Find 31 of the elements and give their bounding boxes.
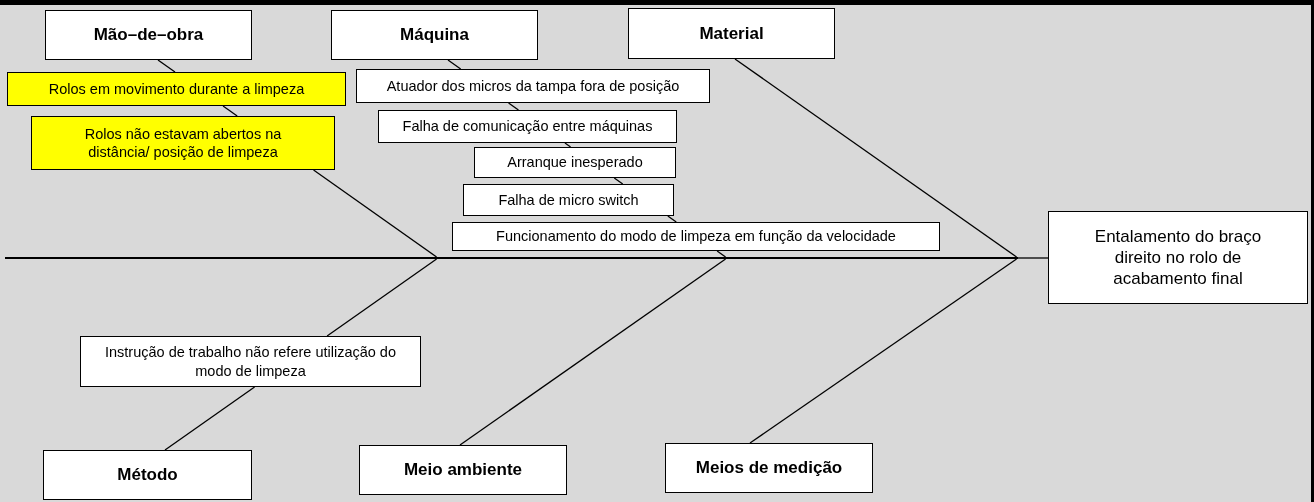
cause-box: Funcionamento do modo de limpeza em função da velocidade	[452, 222, 940, 251]
cause-box: Falha de micro switch	[463, 184, 674, 216]
category-box: Meios de medição	[665, 443, 873, 493]
bone-line	[734, 58, 1018, 258]
bone-line	[326, 258, 438, 337]
category-box: Método	[43, 450, 252, 500]
bone-line	[716, 250, 727, 258]
cause-box: Instrução de trabalho não refere utilização do modo de limpeza	[80, 336, 421, 387]
bone-line	[507, 102, 520, 111]
bone-line	[447, 59, 462, 70]
bone-line	[157, 59, 176, 73]
cause-box: Atuador dos micros da tampa fora de posição	[356, 69, 710, 103]
bone-line	[749, 258, 1018, 444]
category-box: Meio ambiente	[359, 445, 567, 495]
bone-line	[613, 177, 624, 185]
highlighted-cause-box: Rolos não estavam abertos na distância/ posição de limpeza	[31, 116, 335, 170]
effect-box: Entalamento do braço direito no rolo de acabamento final	[1048, 211, 1308, 304]
cause-box: Arranque inesperado	[474, 147, 676, 178]
category-box: Mão–de–obra	[45, 10, 252, 60]
bone-line	[564, 142, 572, 148]
bone-line	[667, 215, 677, 223]
spine-line	[5, 257, 1018, 259]
highlighted-cause-box: Rolos em movimento durante a limpeza	[7, 72, 346, 106]
cause-box: Falha de comunicação entre máquinas	[378, 110, 677, 143]
bone-line	[1017, 257, 1049, 259]
bone-line	[164, 386, 256, 451]
category-box: Máquina	[331, 10, 538, 60]
bone-line	[222, 105, 238, 117]
category-box: Material	[628, 8, 835, 59]
bone-line	[459, 258, 727, 446]
bone-line	[312, 169, 438, 258]
